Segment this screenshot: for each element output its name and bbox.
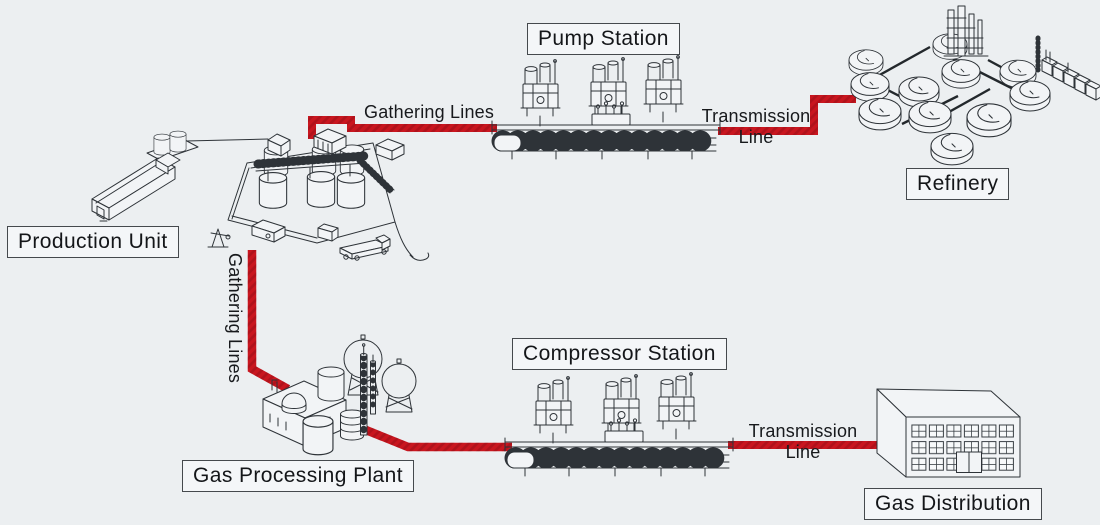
pump-station-label: Pump Station: [527, 23, 680, 55]
transmission-line-bottom-label-line2: Line: [785, 442, 821, 462]
pump-station-illustration: [492, 56, 720, 159]
production-unit-illustration: [91, 130, 269, 222]
refinery-units: [1041, 49, 1100, 101]
gas-processing-plant-illustration: [262, 334, 417, 456]
compressor-station-illustration: [505, 373, 733, 476]
refinery-illustration: [848, 5, 1100, 166]
transmission-line-top-label-line1: Transmission: [701, 106, 811, 126]
transmission-line-top-label: Transmission Line: [694, 106, 818, 148]
compressor-station-label: Compressor Station: [512, 338, 727, 370]
production-unit-label: Production Unit: [7, 226, 179, 258]
transmission-line-bottom-label: Transmission Line: [742, 421, 864, 463]
wellsite-illustration: [207, 128, 430, 261]
refinery-label: Refinery: [906, 168, 1010, 200]
gas-processing-plant-label: Gas Processing Plant: [182, 460, 414, 492]
gas-distribution-label: Gas Distribution: [864, 488, 1042, 520]
transmission-line-top-label-line2: Line: [738, 127, 774, 147]
gathering-lines-top-label: Gathering Lines: [364, 102, 495, 122]
pipeline-network: [247, 95, 879, 452]
gathering-lines-left-label: Gathering Lines: [225, 253, 245, 384]
gas-distribution-illustration: [876, 388, 1021, 478]
transmission-line-bottom-label-line1: Transmission: [748, 421, 858, 441]
